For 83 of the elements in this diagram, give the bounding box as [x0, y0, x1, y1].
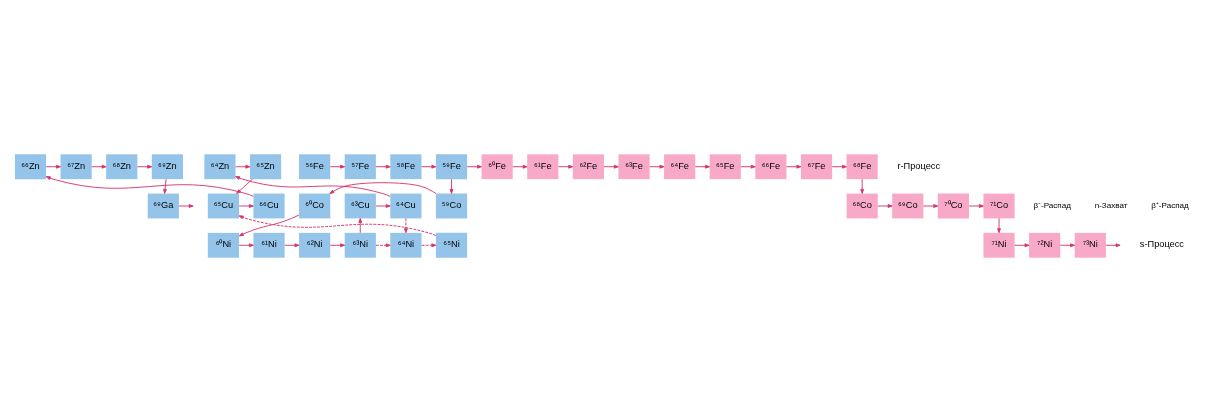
node-box: ⁷²Ni [1029, 232, 1061, 258]
node-box: ⁶¹Fe [527, 154, 559, 180]
arrow [449, 178, 454, 194]
arrow [997, 217, 1001, 234]
node-box: ⁷⁰Co [937, 193, 969, 219]
arrow [421, 164, 437, 169]
node-box: ⁶⁶Zn [14, 154, 47, 180]
node-box: ⁶³Fe [618, 154, 650, 180]
arrow [1059, 243, 1076, 248]
arrow [238, 243, 254, 248]
node-box: ⁶⁴Fe [664, 154, 696, 180]
node-box: ⁶⁵Ni [435, 232, 468, 258]
node-box: ⁷³Ni [1074, 232, 1106, 258]
node-box: ⁶⁵Fe [709, 154, 741, 180]
node-box: ⁶¹Ni [253, 232, 285, 258]
label: s-Процесс [1139, 239, 1184, 250]
arrow [421, 243, 437, 248]
node-box: ⁶⁰Ni [207, 232, 239, 258]
arrow [831, 164, 847, 169]
arrow [1105, 243, 1121, 248]
node-box: ⁶²Ni [299, 232, 331, 258]
label: r-Процесс [897, 160, 941, 171]
arrow [163, 178, 167, 194]
node-box: ⁶⁶Cu [253, 193, 285, 219]
arrow [968, 204, 984, 208]
arrow [558, 164, 574, 169]
node-box: ⁶⁰Co [299, 193, 331, 219]
arrow [178, 204, 194, 208]
node-box: ⁶³Cu [344, 193, 376, 219]
node-box: ⁵⁶Fe [299, 154, 331, 180]
arrow [236, 178, 253, 194]
node-box: ⁶⁵Zn [249, 154, 282, 180]
node-box: ⁷¹Co [983, 193, 1015, 219]
node-box: ⁶⁷Fe [800, 154, 833, 180]
node-box: ⁶⁹Ga [147, 193, 179, 219]
arrow [404, 217, 408, 234]
arrow [923, 204, 939, 208]
node-box: ⁶⁰Fe [481, 154, 513, 180]
node-box: ⁶⁵Cu [207, 193, 239, 219]
node-box: ⁶⁴Zn [204, 154, 236, 180]
arrow [45, 176, 254, 197]
arrow [512, 164, 528, 169]
arrow [235, 176, 391, 197]
arrow [375, 204, 391, 208]
arrow [694, 164, 711, 169]
arrow [877, 204, 893, 208]
arrow [603, 164, 619, 169]
arrow [238, 215, 437, 237]
node-box: ⁶²Fe [572, 154, 604, 180]
arrow [235, 164, 251, 169]
node-box: ⁵⁹Co [435, 193, 468, 219]
arrow [740, 164, 756, 169]
node-box: ⁶⁸Zn [106, 154, 138, 180]
node-box: ⁶⁸Fe [846, 154, 878, 180]
arrow [786, 164, 802, 169]
arrow [1014, 243, 1030, 248]
arrow [860, 178, 865, 194]
arrow [238, 214, 300, 237]
arrow [238, 204, 254, 208]
arrow [45, 164, 61, 169]
arrow [466, 164, 482, 169]
arrow [375, 243, 391, 248]
arrow [329, 182, 437, 194]
arrow [375, 164, 391, 169]
arrow [329, 164, 346, 169]
arrow [649, 164, 665, 169]
node-box: ⁶⁶Fe [755, 154, 787, 180]
arrow [91, 164, 107, 169]
node-box: ⁷¹Ni [983, 232, 1015, 258]
node-box: ⁶⁴Cu [390, 193, 422, 219]
node-box: ⁶⁹Co [892, 193, 924, 219]
node-box: ⁶⁴Ni [390, 232, 422, 258]
arrow [358, 217, 363, 234]
node-box: ⁵⁹Fe [435, 154, 468, 180]
node-box: ⁵⁸Fe [390, 154, 422, 180]
arrow [137, 164, 153, 169]
node-box: ⁶⁸Co [846, 193, 878, 219]
arrow [329, 243, 346, 248]
node-box: ⁶⁹Zn [151, 154, 183, 180]
node-box: ⁶⁷Zn [60, 154, 92, 180]
node-box: ⁶³Ni [344, 232, 376, 258]
arrow [284, 243, 300, 248]
node-box: ⁵⁷Fe [344, 154, 376, 180]
